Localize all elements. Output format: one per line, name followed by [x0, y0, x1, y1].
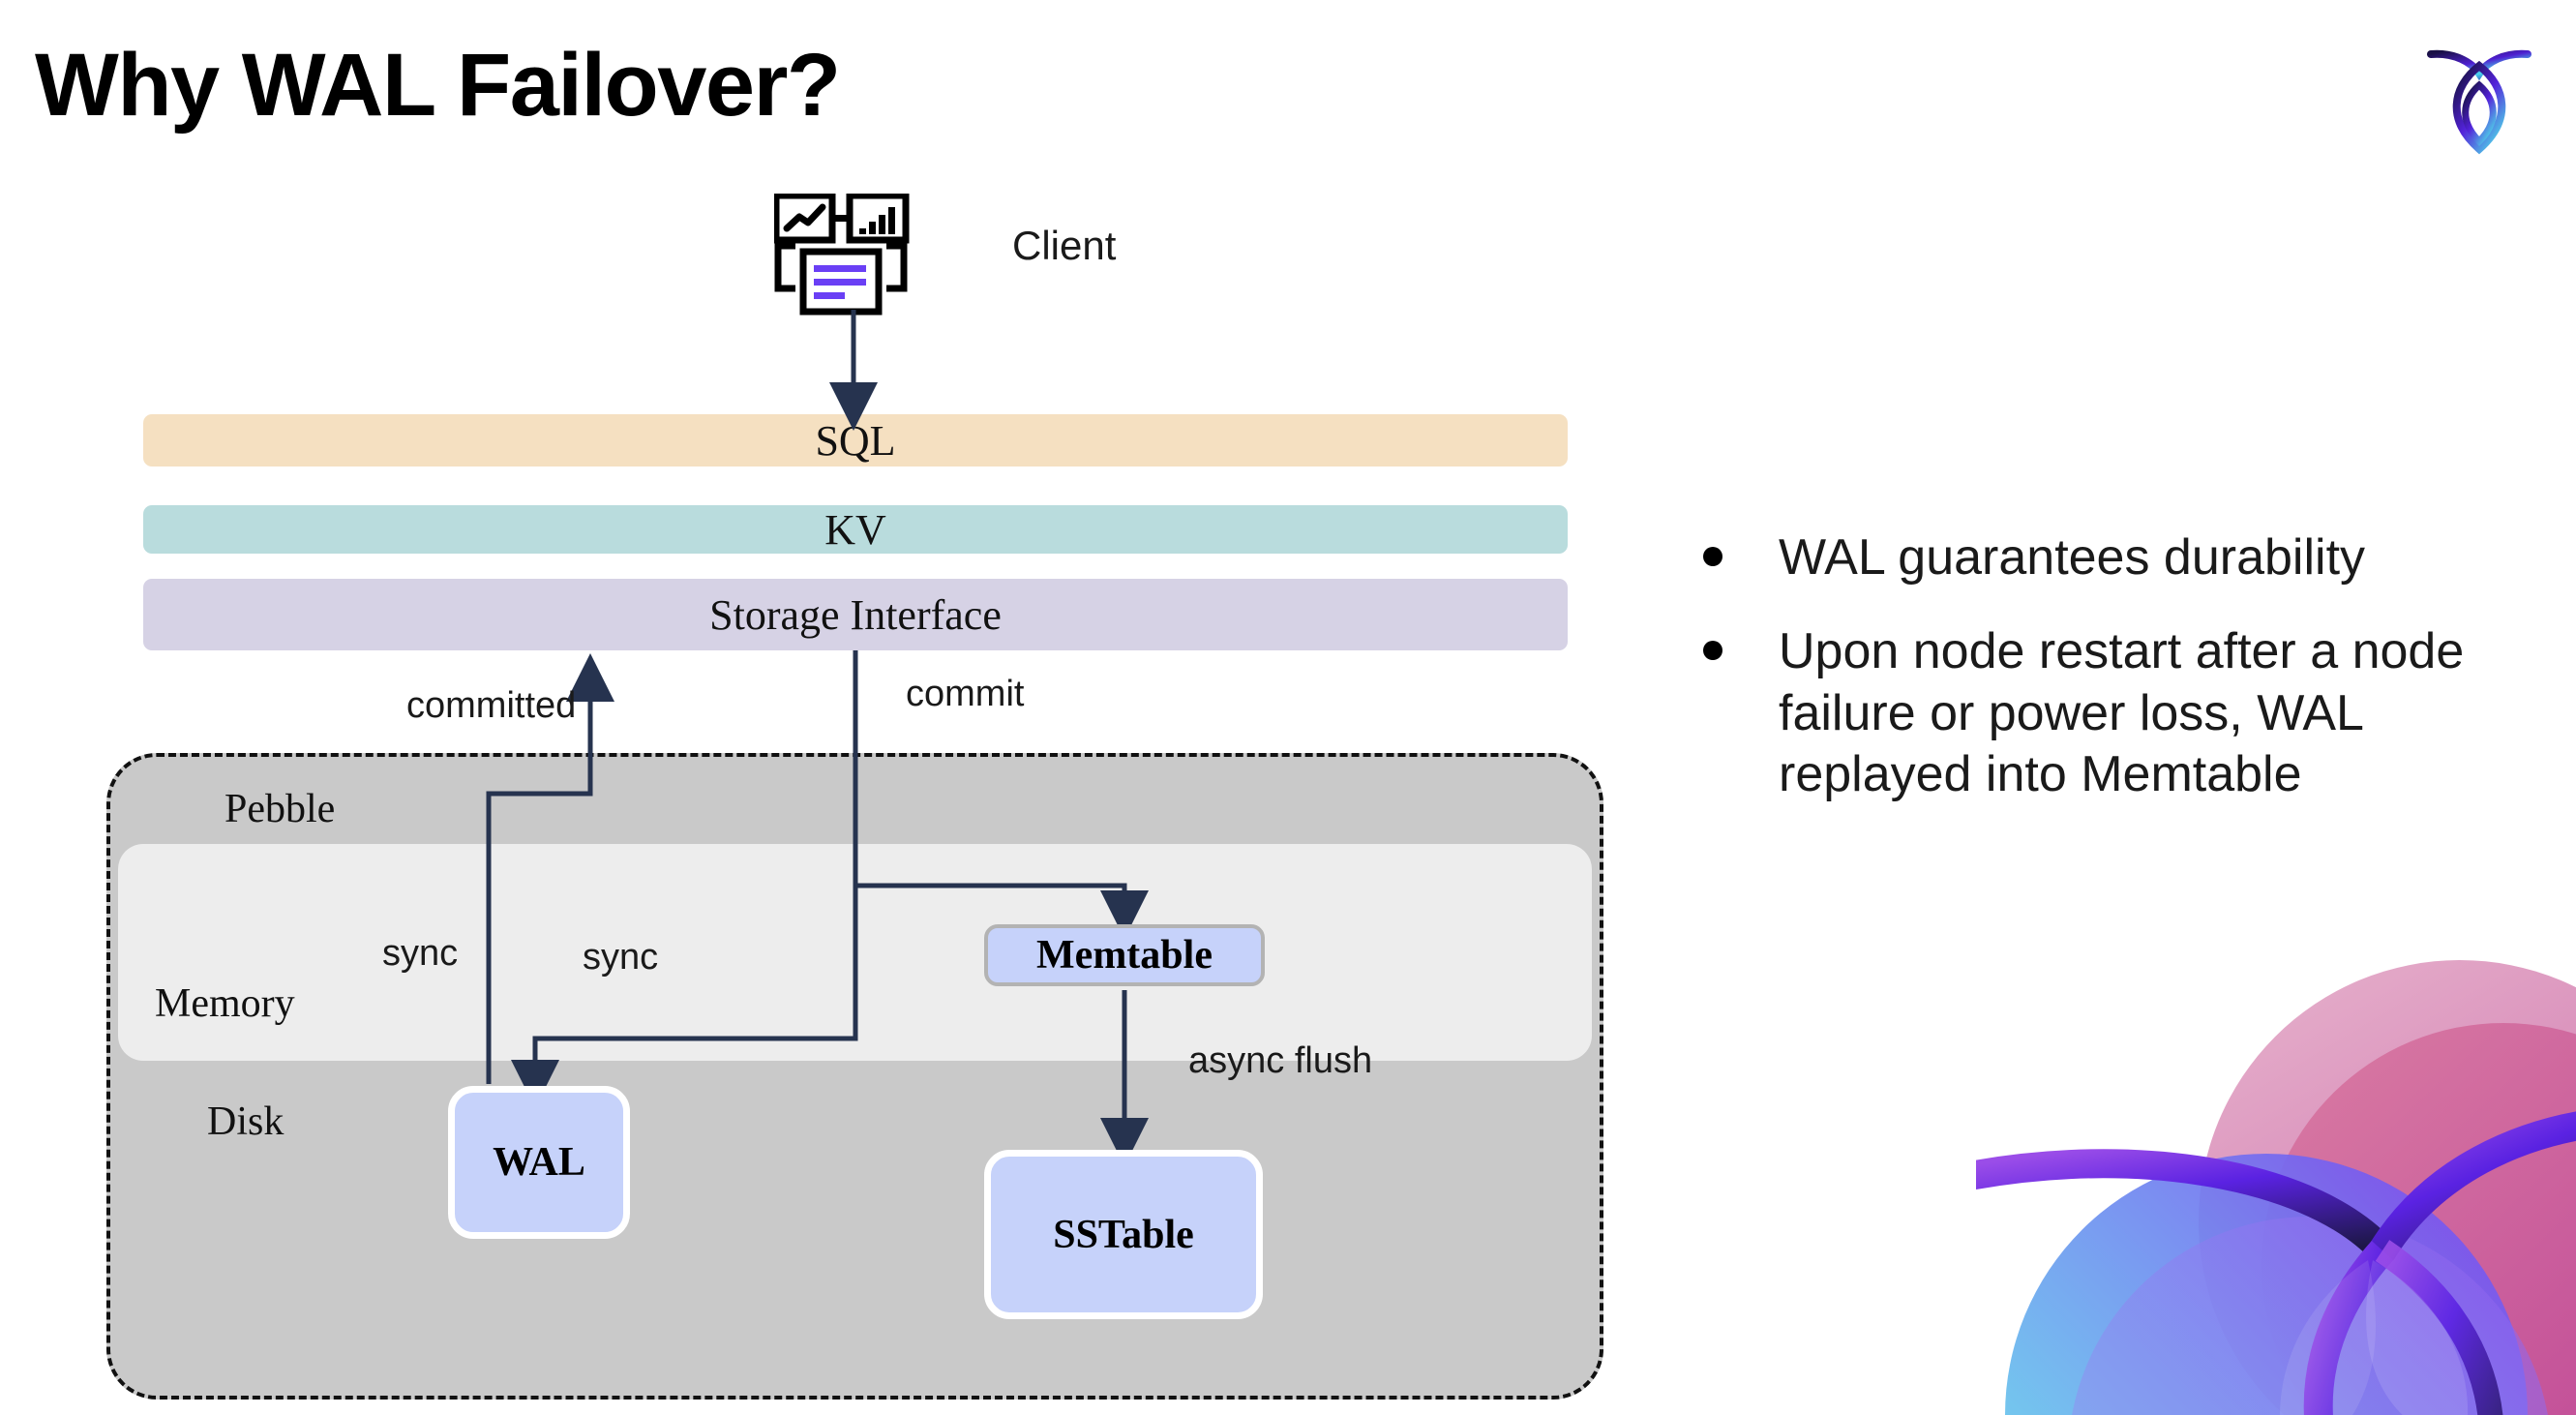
page-title: Why WAL Failover?	[35, 36, 841, 135]
disk-label: Disk	[207, 1099, 285, 1144]
edge-label-committed: committed	[406, 685, 577, 726]
layer-bar-kv: KV	[143, 505, 1568, 554]
pebble-label: Pebble	[225, 787, 336, 831]
bullet-text: WAL guarantees durability	[1779, 529, 2366, 586]
bullet-text: Upon node restart after a node failure o…	[1779, 623, 2465, 803]
memory-label: Memory	[155, 981, 295, 1026]
cockroach-logo-icon	[2417, 27, 2541, 155]
node-sstable: SSTable	[984, 1150, 1263, 1319]
edge-label-sync-2: sync	[583, 937, 659, 978]
node-wal: WAL	[448, 1086, 630, 1239]
edge-label-commit: commit	[906, 674, 1025, 714]
edge-label-async-flush: async flush	[1188, 1040, 1373, 1081]
node-memtable: Memtable	[984, 924, 1265, 986]
layer-bar-storage-interface: Storage Interface	[143, 579, 1568, 650]
bullet-dot-icon	[1703, 547, 1722, 566]
layer-bar-sql: SQL	[143, 414, 1568, 467]
list-item: WAL guarantees durability	[1703, 527, 2516, 588]
client-dashboard-icon	[772, 192, 929, 319]
client-label: Client	[1012, 223, 1117, 268]
edge-label-sync-1: sync	[382, 933, 459, 974]
bullet-list: WAL guarantees durability Upon node rest…	[1703, 527, 2516, 839]
list-item: Upon node restart after a node failure o…	[1703, 621, 2516, 805]
bullet-dot-icon	[1703, 641, 1722, 661]
cockroach-decorative-graphic	[1976, 931, 2576, 1415]
memory-region	[118, 844, 1592, 1061]
